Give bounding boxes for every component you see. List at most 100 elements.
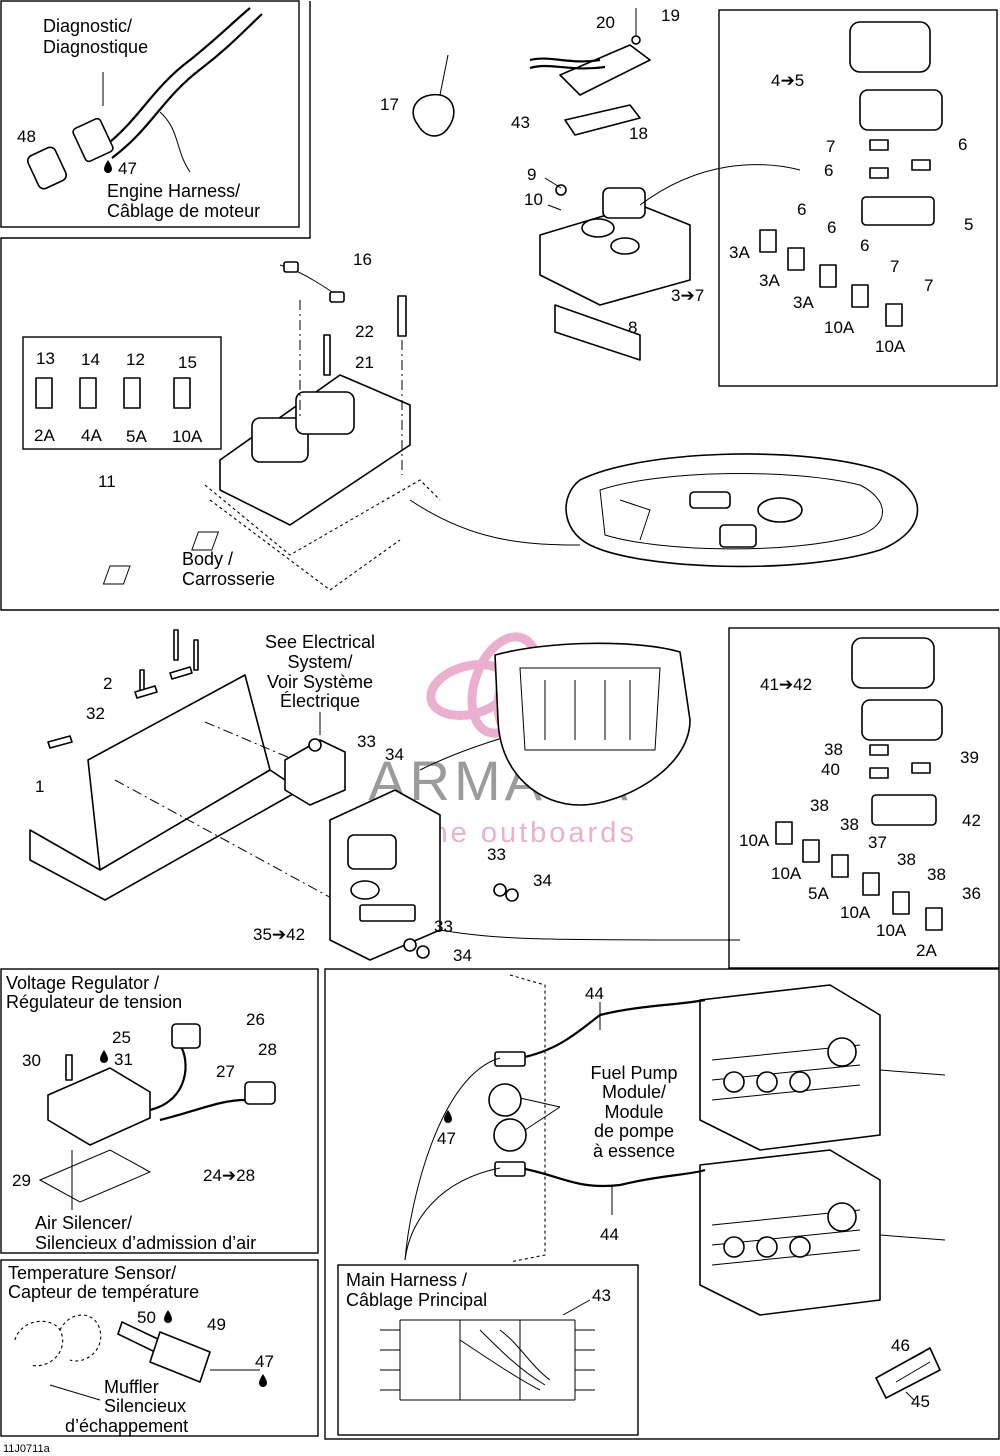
callout-39: 39 — [960, 748, 979, 767]
callout-38-e: 38 — [927, 865, 946, 884]
fuse-left-rating-d: 10A — [172, 427, 203, 446]
callout-4-5: 4➔5 — [771, 71, 804, 90]
fuse-rating-b: 3A — [759, 271, 780, 290]
electrical-line1: See Electrical — [265, 632, 375, 652]
drop-icon-47-pump — [444, 1110, 452, 1123]
callout-6-fuse-c: 6 — [860, 236, 869, 255]
callout-29: 29 — [12, 1171, 31, 1190]
callout-38-c: 38 — [840, 815, 859, 834]
callout-22: 22 — [355, 322, 374, 341]
voltage-regulator-panel — [0, 968, 319, 1254]
solenoid — [284, 738, 346, 806]
callout-36: 36 — [962, 884, 981, 903]
air-silencer-en: Air Silencer/ — [35, 1213, 132, 1233]
callout-37: 37 — [868, 833, 887, 852]
voltage-regulator — [38, 1023, 276, 1210]
callout-5: 5 — [964, 215, 973, 234]
voltage-regulator-title-fr: Régulateur de tension — [6, 992, 182, 1012]
callout-50: 50 — [137, 1308, 156, 1327]
fuse-right-rating-c: 5A — [808, 884, 829, 903]
callout-25: 25 — [112, 1028, 131, 1047]
electrical-line3: Voir Système — [267, 672, 373, 692]
watercraft-deck — [565, 453, 919, 568]
temperature-title-en: Temperature Sensor/ — [8, 1263, 176, 1283]
fuel-pump-line2: Module/ — [602, 1082, 666, 1102]
fuse-left-rating-b: 4A — [81, 426, 102, 445]
callout-18: 18 — [629, 124, 648, 143]
temperature-title-fr: Capteur de température — [8, 1282, 199, 1302]
callout-33-a: 33 — [357, 732, 376, 751]
temperature-sensor — [117, 1321, 260, 1383]
cable-tie — [412, 93, 455, 137]
callout-43-main: 43 — [592, 1286, 611, 1305]
temperature-sensor-panel — [0, 1259, 319, 1437]
callout-32: 32 — [86, 704, 105, 723]
callout-8: 8 — [628, 318, 637, 337]
muffler-fr1: Silencieux — [104, 1396, 186, 1416]
engine-harness-en: Engine Harness/ — [107, 181, 240, 201]
callout-31: 31 — [114, 1050, 133, 1069]
fuel-pump-line5: à essence — [593, 1141, 675, 1161]
fuses-top-row — [759, 229, 903, 327]
callout-26: 26 — [246, 1010, 265, 1029]
muffler-en: Muffler — [104, 1377, 159, 1397]
fuse-rating-d: 10A — [824, 318, 855, 337]
fuel-pump-harness — [404, 998, 706, 1261]
top-assembly-frame — [0, 1, 999, 611]
callout-6-top-right: 6 — [958, 135, 967, 154]
callout-38-a: 38 — [824, 740, 843, 759]
callout-33-c: 33 — [434, 917, 453, 936]
callout-38-d: 38 — [897, 850, 916, 869]
fuel-pump-line4: de pompe — [594, 1121, 674, 1141]
body-label-fr: Carrosserie — [182, 569, 275, 589]
figure-id: 11J0711a — [3, 1443, 51, 1455]
harness-sleeve — [875, 1347, 941, 1401]
callout-1: 1 — [35, 777, 44, 796]
fuse-right-rating-a: 10A — [739, 831, 770, 850]
engine-lower — [699, 1149, 946, 1316]
callout-7-fuse-b: 7 — [924, 276, 933, 295]
main-harness-panel — [337, 1264, 639, 1436]
fuses-right-row — [775, 821, 943, 931]
fuel-pump-line3: Module — [604, 1102, 663, 1122]
fuse-box-top — [539, 164, 801, 361]
callout-2: 2 — [103, 674, 112, 693]
callout-16: 16 — [353, 250, 372, 269]
fuse-left-rating-a: 2A — [34, 426, 55, 445]
callout-20: 20 — [596, 13, 615, 32]
engine-upper — [699, 984, 946, 1151]
main-harness-title-en: Main Harness / — [346, 1270, 467, 1290]
callout-40: 40 — [821, 760, 840, 779]
callout-47-pump: 47 — [437, 1129, 456, 1148]
callout-34-b: 34 — [533, 871, 552, 890]
fuse-box-lower — [329, 724, 741, 961]
callout-21: 21 — [355, 353, 374, 372]
callout-12: 12 — [126, 350, 145, 369]
callout-10: 10 — [524, 190, 543, 209]
fuse-cover-right — [851, 637, 943, 826]
callout-42: 42 — [962, 811, 981, 830]
fuel-pump-line1: Fuel Pump — [590, 1063, 677, 1083]
callout-6-top-left: 6 — [824, 161, 833, 180]
callout-24-28: 24➔28 — [203, 1166, 255, 1185]
fuse-detail-panel-top — [718, 9, 998, 387]
callout-45: 45 — [911, 1392, 930, 1411]
fuse-rating-e: 10A — [875, 337, 906, 356]
callout-9: 9 — [527, 165, 536, 184]
fuse-right-rating-b: 10A — [771, 864, 802, 883]
fuse-detail-panel-left — [22, 336, 222, 450]
callout-33-b: 33 — [487, 845, 506, 864]
fuse-right-rating-f: 2A — [916, 941, 937, 960]
diagnostic-title-fr: Diagnostique — [43, 37, 148, 57]
voltage-regulator-title-en: Voltage Regulator / — [6, 973, 159, 993]
callout-47-diagnostic: 47 — [118, 159, 137, 178]
hull-rear-view — [494, 642, 691, 806]
diagnostic-panel — [0, 0, 300, 228]
fuse-rating-a: 3A — [729, 243, 750, 262]
engine-panel — [324, 968, 1000, 1440]
main-harness-title-fr: Câblage Principal — [346, 1290, 487, 1310]
muffler-outline — [14, 1314, 102, 1401]
callout-34-c: 34 — [453, 946, 472, 965]
callout-49: 49 — [207, 1315, 226, 1334]
